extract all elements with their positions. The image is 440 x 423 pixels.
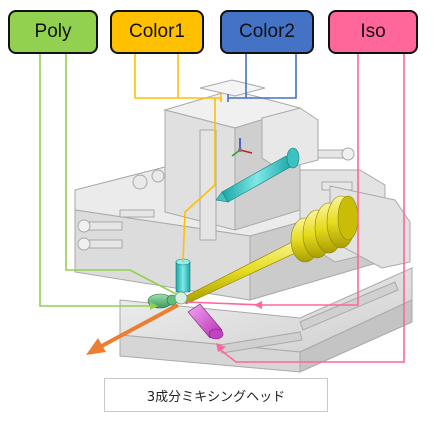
- bolt-head: [132, 174, 148, 190]
- machine-body: [74, 79, 413, 373]
- cyan-shaft-upper: [215, 147, 300, 203]
- iso-arrowhead: [216, 343, 226, 352]
- base-plate-side: [299, 299, 413, 373]
- yellow-piston: [181, 195, 359, 305]
- piston-cap: [337, 195, 359, 241]
- magenta-nozzle: [187, 303, 224, 340]
- bolt-head: [341, 147, 355, 161]
- bolt-head: [77, 219, 91, 233]
- leader-arrowheads: [150, 301, 262, 352]
- bolt-shaft: [119, 209, 155, 218]
- cyan-tip: [215, 191, 229, 203]
- top-cap: [199, 79, 266, 97]
- poly-label-box: Poly: [8, 10, 98, 54]
- color1-leader-lines: [134, 54, 222, 263]
- magenta-nozzle-end: [208, 328, 224, 340]
- color2-leader-lines: [227, 54, 297, 102]
- iso-leader-lines: [185, 54, 405, 363]
- bolt-head: [77, 237, 91, 251]
- bolt-head: [151, 169, 165, 183]
- color2-label-box: Color2: [220, 10, 314, 54]
- cyan-cylinder: [175, 258, 191, 293]
- mixing-chamber: [174, 291, 188, 305]
- cyan-cylinder-body: [175, 261, 191, 293]
- output-flow-arrow: [86, 303, 179, 355]
- iso-label-box: Iso: [328, 10, 418, 54]
- poly-leader-lines: [39, 54, 177, 307]
- color1-label-box: Color1: [110, 10, 204, 54]
- cyan-shaft-end: [286, 147, 300, 169]
- caption-box: 3成分ミキシングヘッド: [104, 378, 328, 412]
- slot: [299, 281, 399, 331]
- poly-arrowhead: [150, 302, 158, 310]
- iso-arrowhead: [254, 301, 262, 309]
- axis-indicator: [231, 138, 253, 157]
- upper-right-block: [261, 107, 319, 171]
- vertical-column: [199, 129, 217, 241]
